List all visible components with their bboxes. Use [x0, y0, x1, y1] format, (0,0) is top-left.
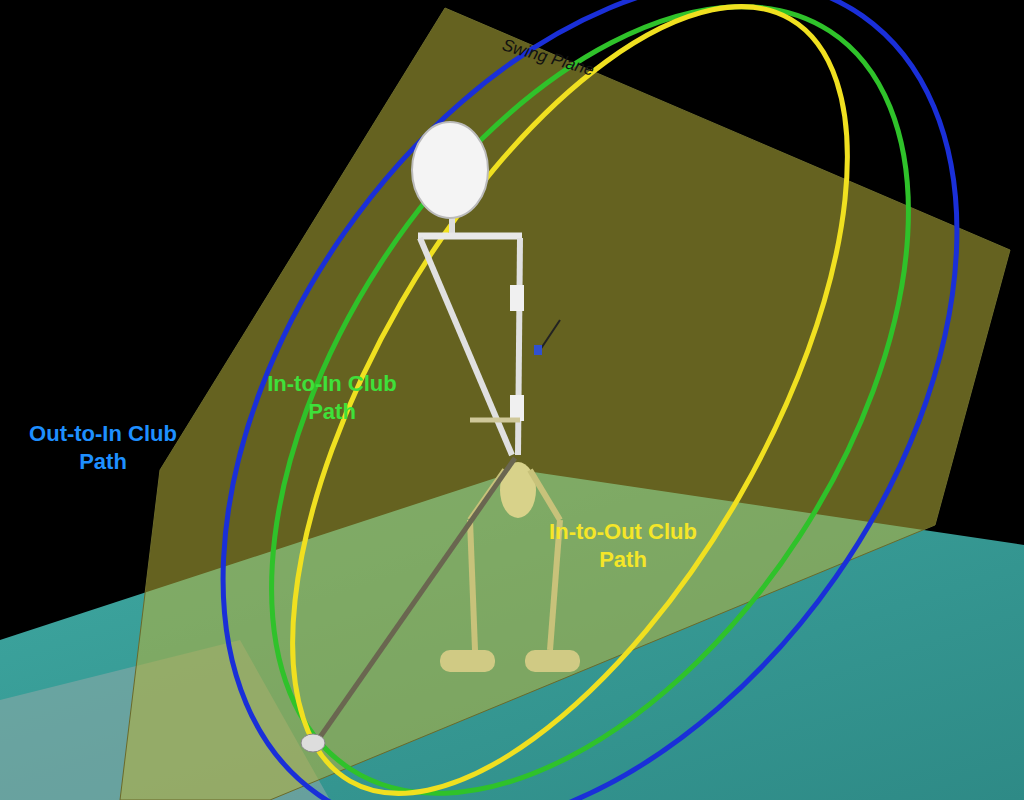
- path-label: In-to-In Club Path: [262, 370, 402, 426]
- out-to-in-path: [72, 0, 1024, 800]
- in-to-out-path: [181, 0, 959, 800]
- in-to-in-path: [141, 0, 1024, 800]
- path-label: Out-to-In Club Path: [28, 420, 178, 476]
- path-label: In-to-Out Club Path: [548, 518, 698, 574]
- golfer-figure: [301, 122, 580, 752]
